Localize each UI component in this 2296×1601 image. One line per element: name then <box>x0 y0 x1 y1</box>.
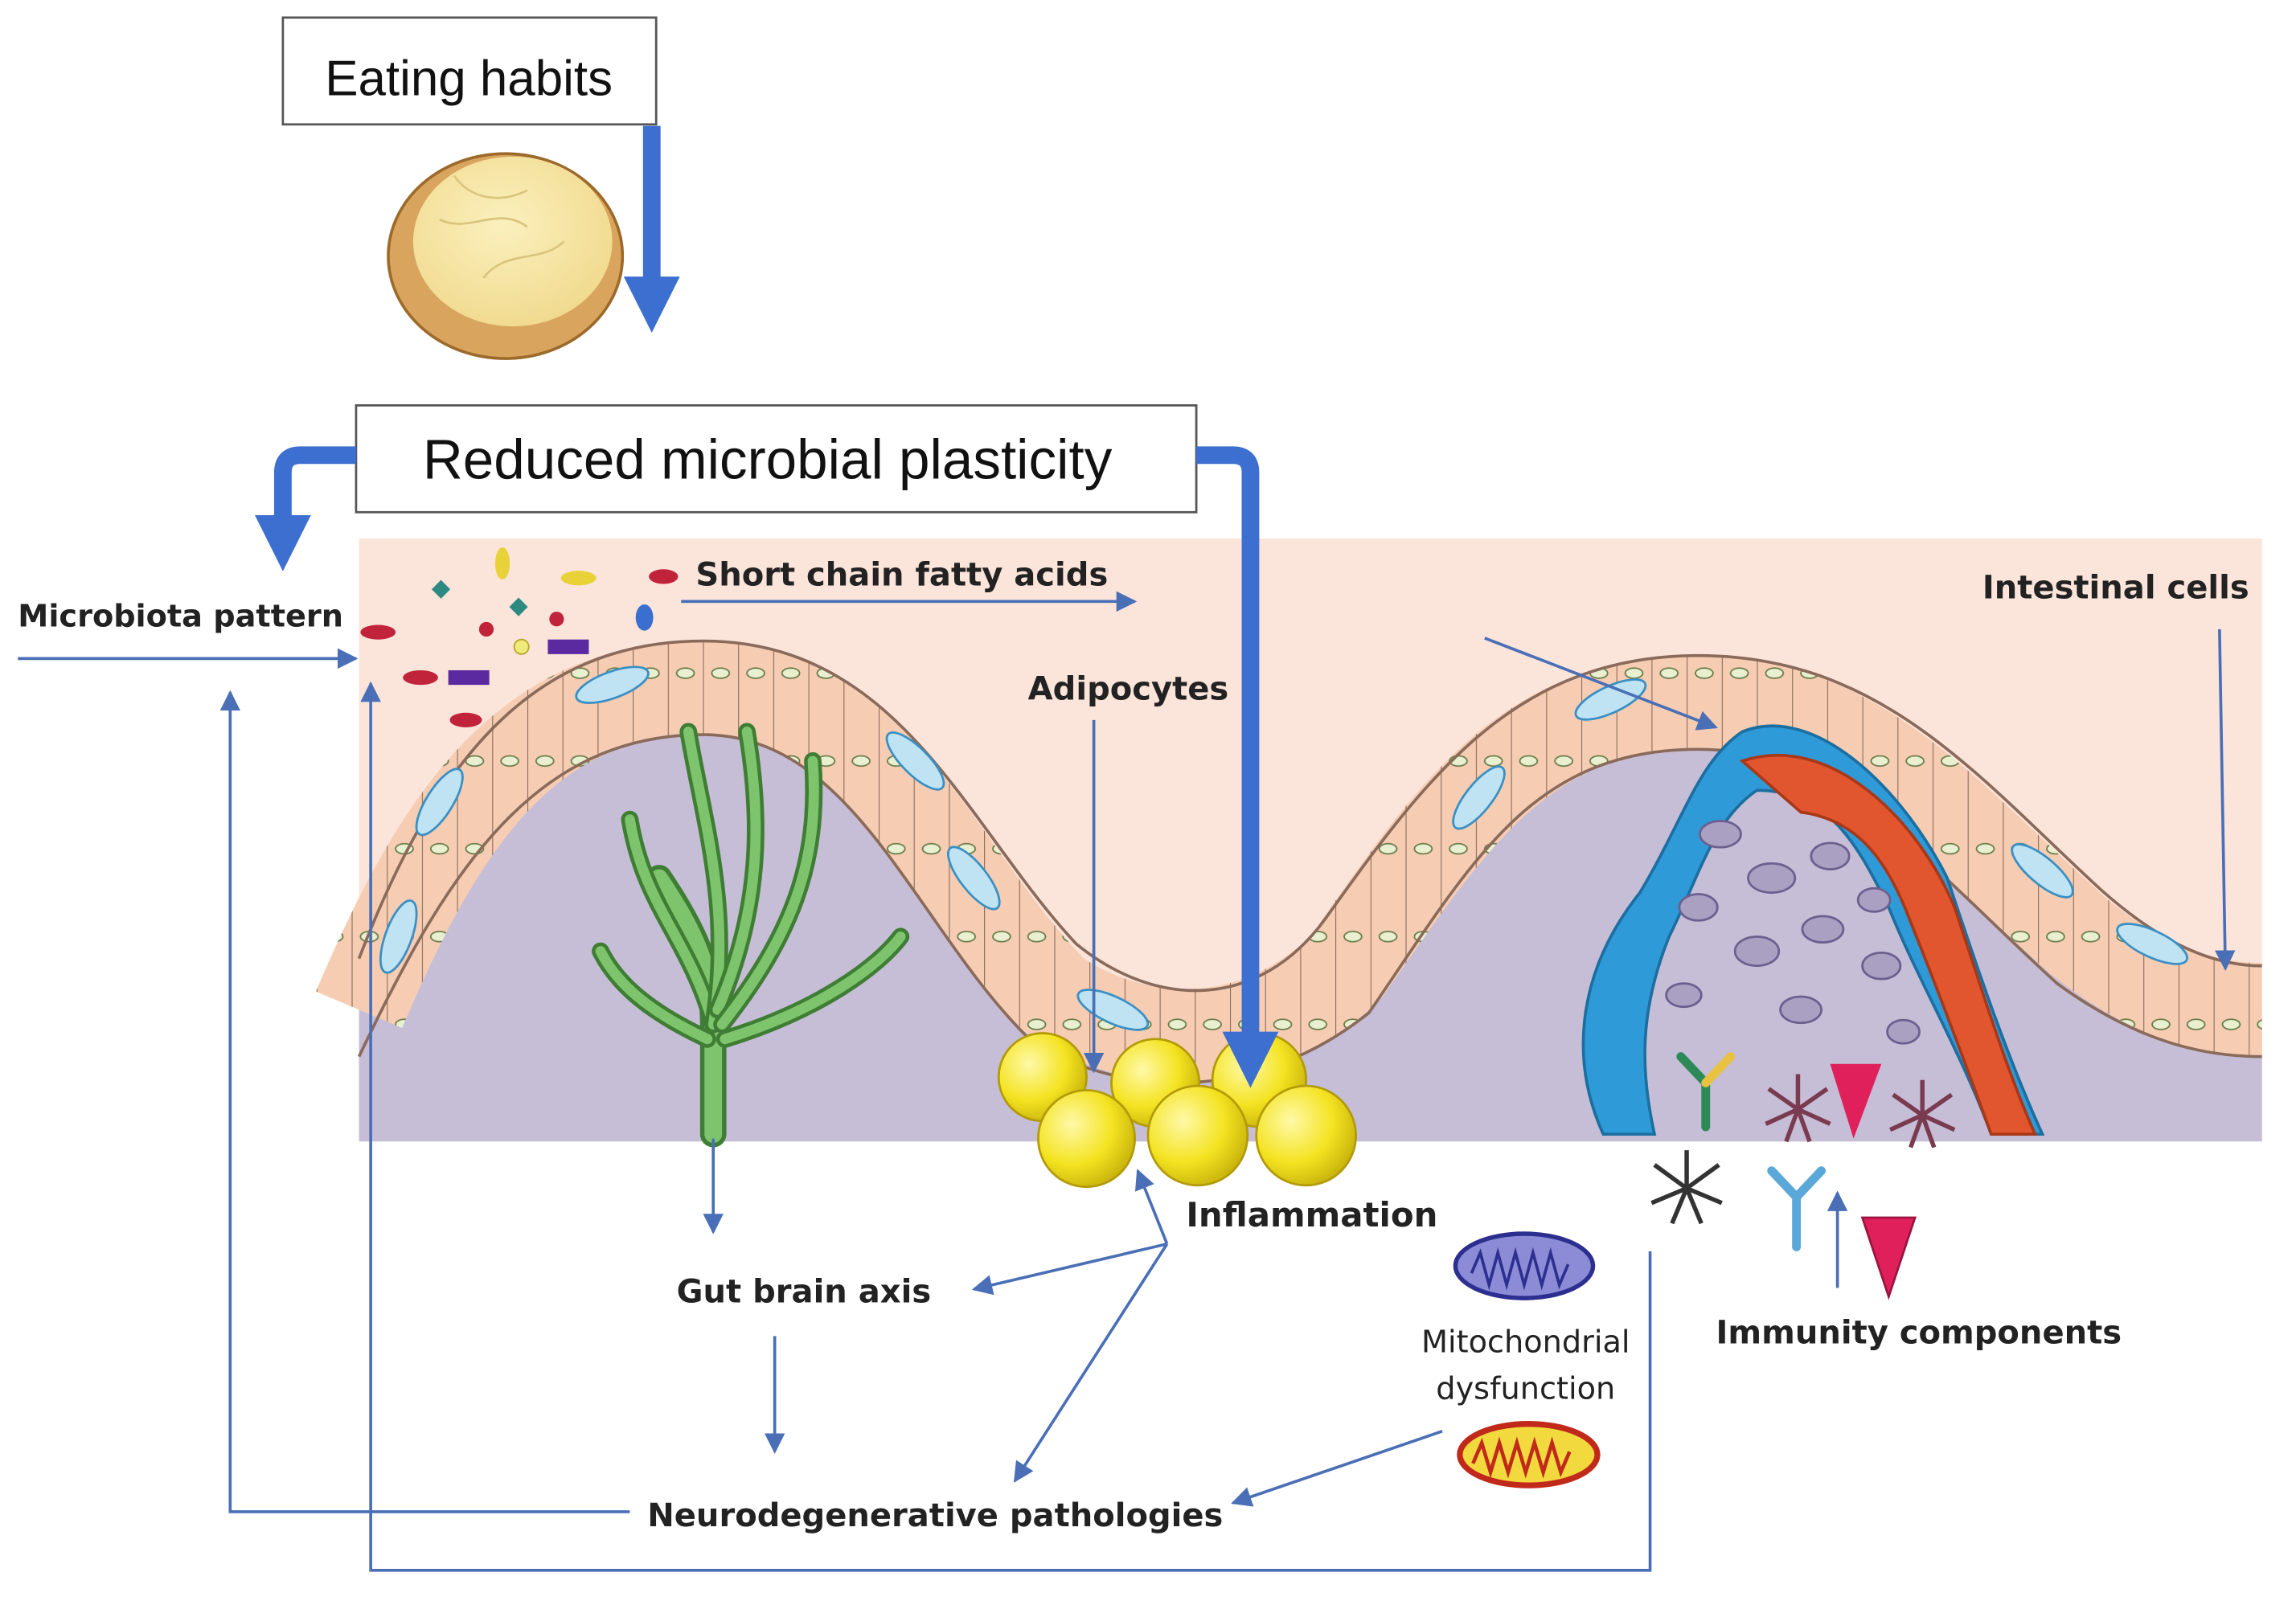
intestine-panel <box>315 538 2263 1189</box>
eating-habits-label: Eating habits <box>325 51 613 106</box>
mito-label-line2: dysfunction <box>1436 1372 1615 1407</box>
arrow-intestinal-cells <box>2214 629 2236 971</box>
arrow-inflam-to-adip <box>1134 1169 1169 1245</box>
immune-components-group <box>1650 1150 1917 1300</box>
thin-arrows <box>18 591 2236 1572</box>
reduced-plasticity-label: Reduced microbial plasticity <box>423 428 1113 490</box>
immune-triangle-icon <box>1860 1216 1917 1300</box>
immune-triangle-icon <box>1830 1063 1882 1139</box>
epithelium-basal-edge <box>357 733 2262 1085</box>
arrow-plasticity-to-adipocytes <box>1196 446 1279 1088</box>
loop-immunity-to-bacteria <box>360 681 1652 1572</box>
arrow-inflam-to-gba <box>971 1242 1168 1296</box>
immunity-label: Immunity components <box>1716 1315 2122 1352</box>
bread-slice-icon <box>387 152 625 360</box>
epithelium-layer <box>315 641 2263 1083</box>
dendritic-cell-icon <box>1650 1150 1723 1225</box>
bacteria-icon <box>360 547 679 727</box>
adipocytes-label: Adipocytes <box>1028 670 1229 707</box>
blood-vessel-icon <box>1581 724 2045 1136</box>
loop-neuro-to-microbiota <box>219 690 630 1513</box>
goblet-cells <box>379 665 2188 1031</box>
nerve-icon <box>592 723 910 1148</box>
inflammation-label: Inflammation <box>1186 1195 1437 1235</box>
scfa-label: Short chain fatty acids <box>695 556 1108 593</box>
arrow-plasticity-to-microbiota <box>254 446 356 571</box>
gut-brain-axis-label: Gut brain axis <box>677 1274 932 1311</box>
antibody-icon <box>1767 1166 1827 1251</box>
reduced-plasticity-box <box>355 404 1198 514</box>
antibody-icon <box>1676 1052 1736 1132</box>
dendritic-cell-icon <box>1765 1074 1956 1149</box>
intestinal-cells-label: Intestinal cells <box>1982 570 2249 607</box>
arrow-to-villus2 <box>1484 637 1718 731</box>
adipocyte-icon <box>997 1032 1357 1189</box>
mitochondrion-icon <box>1457 1421 1601 1488</box>
mito-label-line1: Mitochondrial <box>1421 1325 1630 1360</box>
arrow-inflam-to-neuro <box>1013 1243 1169 1483</box>
mitochondrion-icon <box>1453 1231 1596 1300</box>
arrow-mito-to-neuro <box>1231 1430 1443 1507</box>
eating-habits-box <box>281 16 658 126</box>
thick-arrows <box>254 125 1279 1088</box>
microbiota-pattern-label: Microbiota pattern <box>18 599 343 634</box>
epithelium-apical-edge <box>357 639 2262 993</box>
neuro-label: Neurodegenerative pathologies <box>647 1497 1223 1534</box>
